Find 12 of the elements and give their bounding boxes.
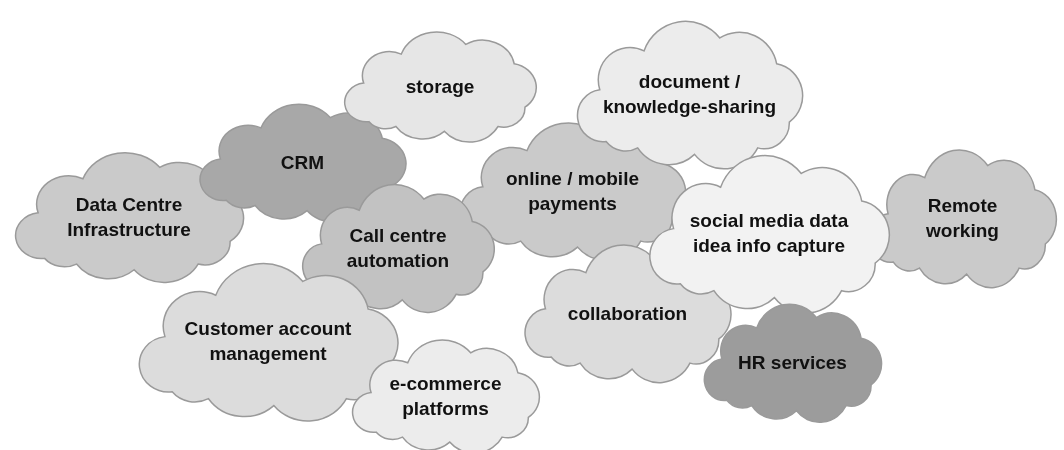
cloud-label: social media data idea info capture	[688, 209, 850, 259]
cloud-label: CRM	[279, 150, 326, 175]
cloud-label: online / mobile payments	[505, 166, 640, 216]
cloud-label: collaboration	[566, 301, 689, 326]
cloud-label: Call centre automation	[345, 223, 451, 273]
cloud-label: Data Centre Infrastructure	[66, 192, 192, 242]
cloud-label: e-commerce platforms	[388, 371, 503, 421]
cloud-label: Customer account management	[183, 317, 353, 367]
cloud-label: Remote working	[925, 193, 1000, 243]
cloud-label: document / knowledge-sharing	[601, 70, 778, 119]
cloud-label: HR services	[737, 350, 848, 375]
cloud-label: storage	[404, 74, 476, 99]
